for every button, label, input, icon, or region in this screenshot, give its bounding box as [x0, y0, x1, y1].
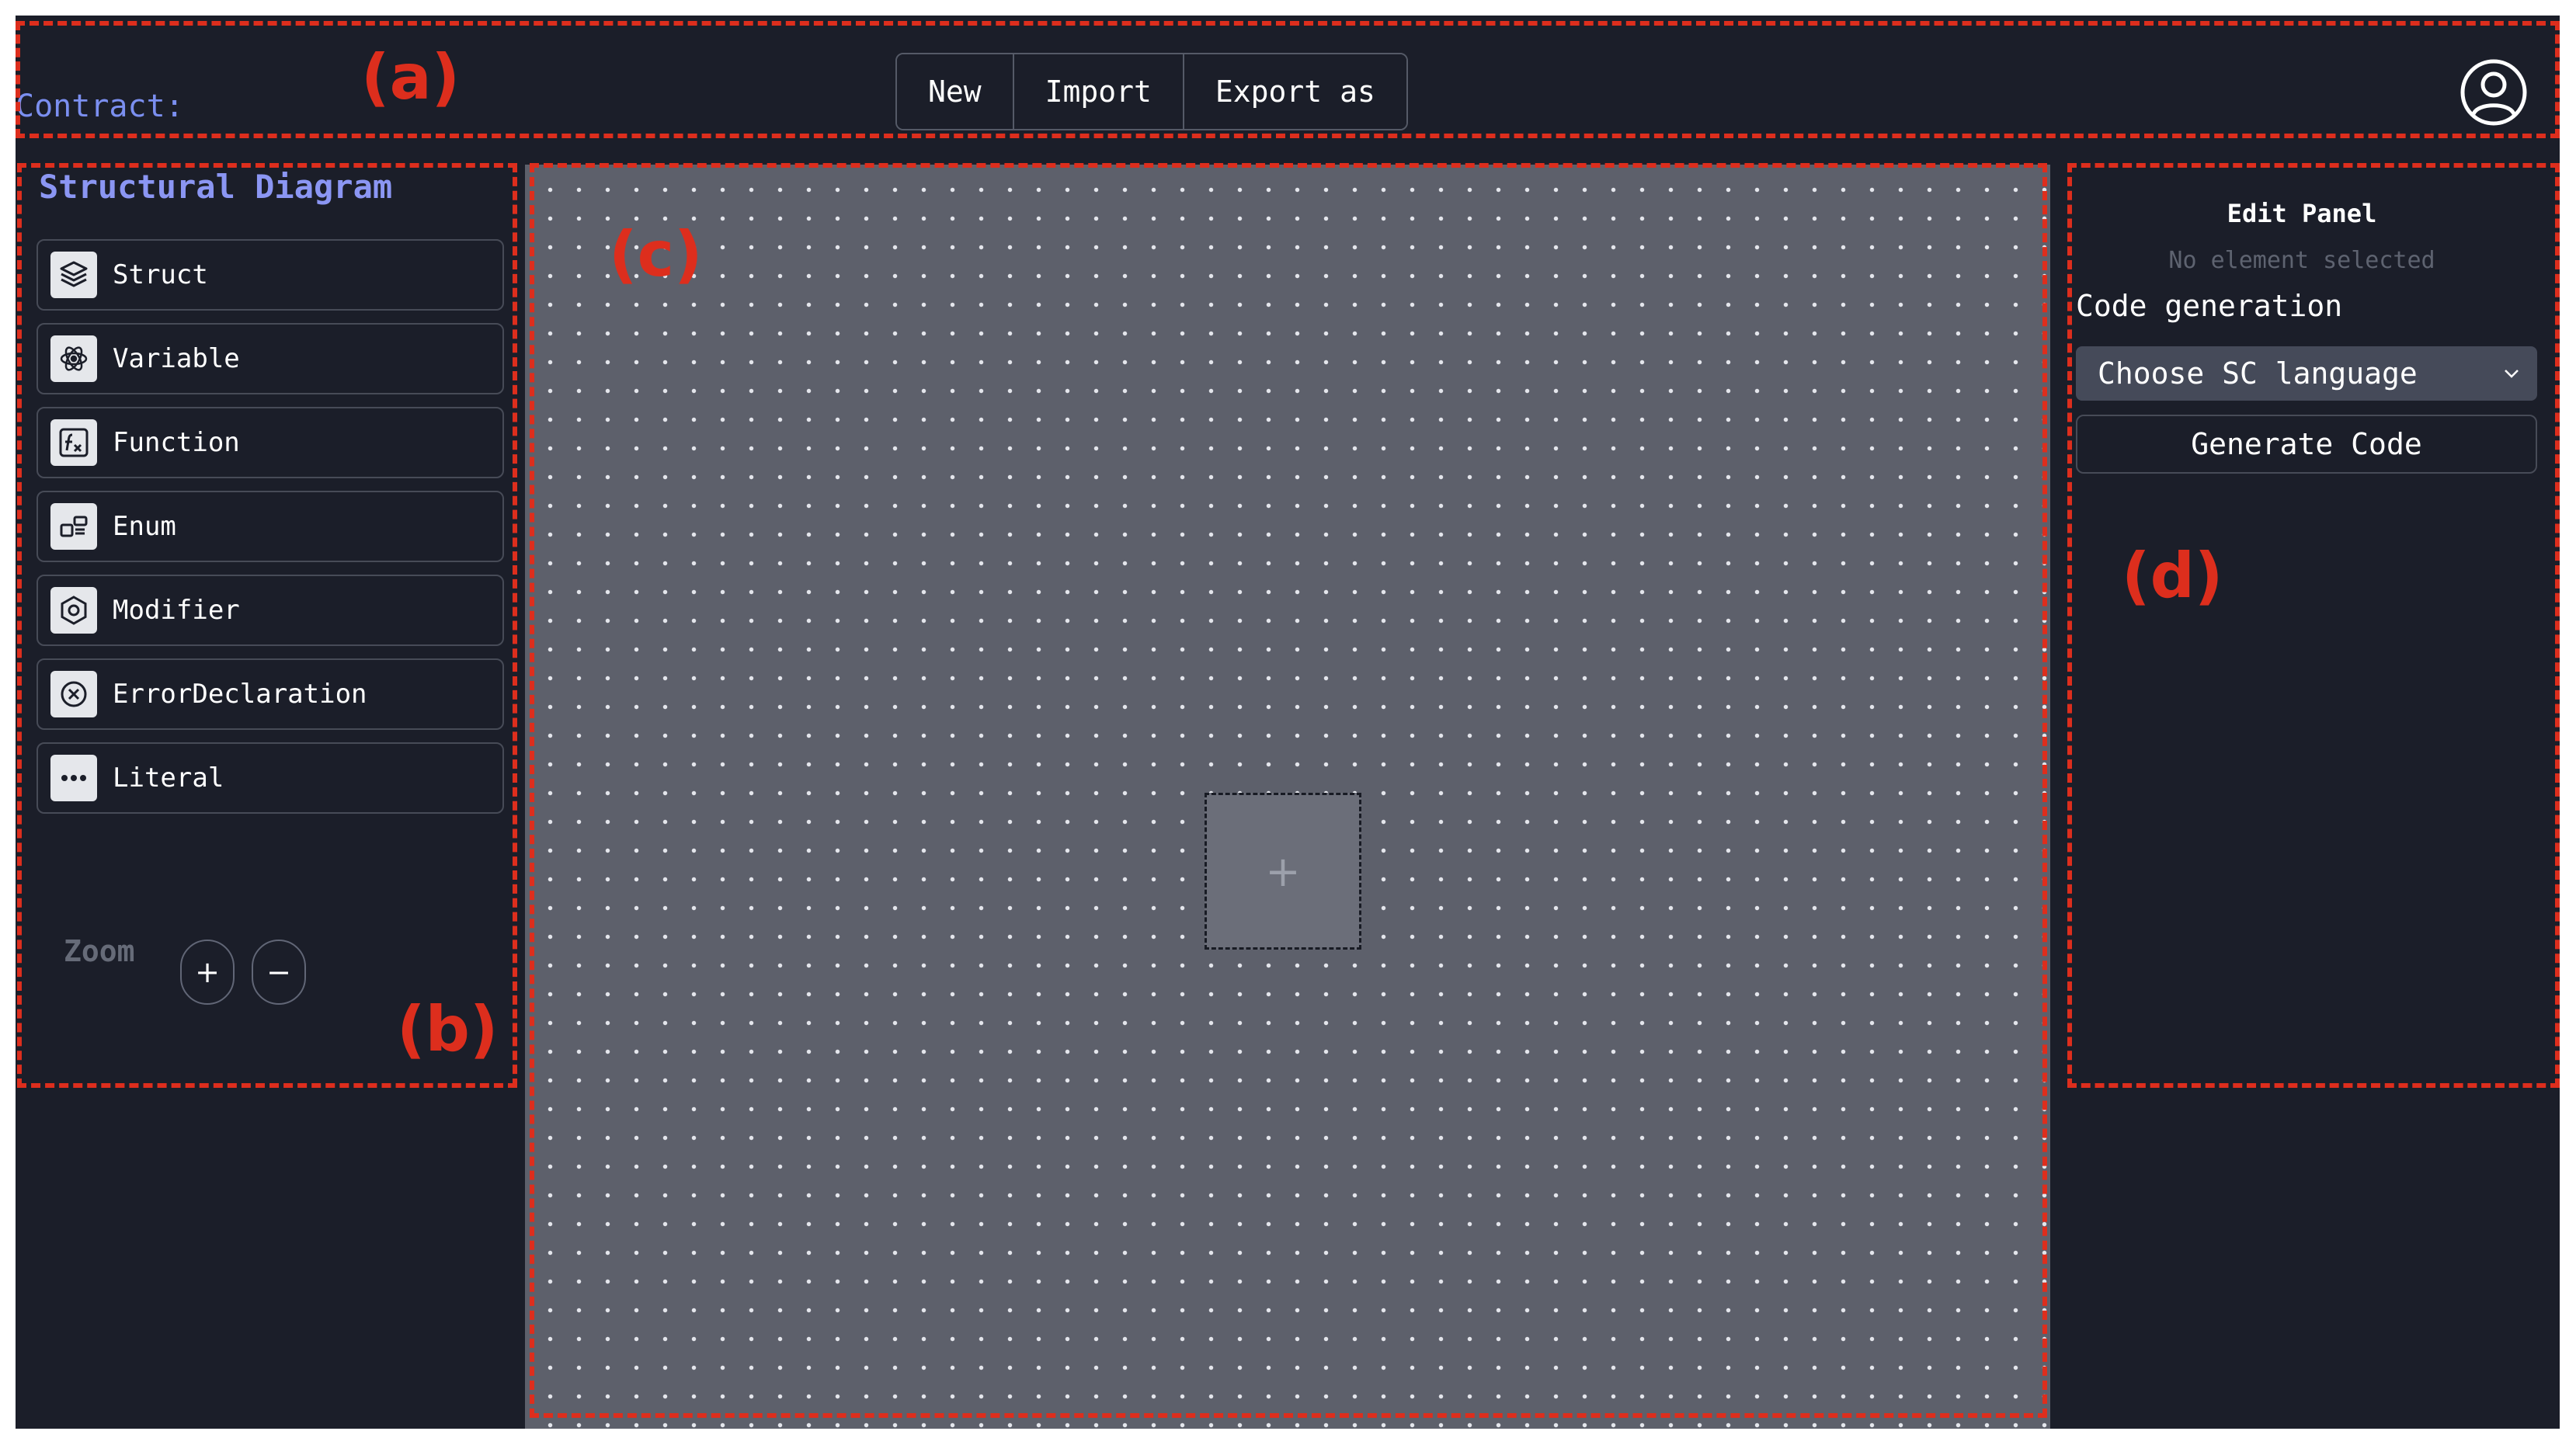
- contract-label: Contract:: [16, 89, 184, 124]
- edit-panel-title: Edit Panel: [2227, 199, 2377, 228]
- sidebar-item-label: Literal: [113, 762, 224, 794]
- region-b-label: (b): [397, 993, 499, 1065]
- sidebar-item-modifier[interactable]: Modifier: [37, 575, 504, 646]
- sidebar-item-label: Function: [113, 427, 240, 458]
- zoom-label: Zoom: [64, 934, 135, 968]
- export-as-button[interactable]: Export as: [1184, 54, 1406, 129]
- layers-icon: [50, 252, 97, 298]
- chevron-down-icon: [2505, 370, 2519, 378]
- import-button[interactable]: Import: [1013, 54, 1184, 129]
- sidebar-item-label: Struct: [113, 259, 208, 290]
- sidebar-item-variable[interactable]: Variable: [37, 323, 504, 394]
- x-circle-icon: [50, 671, 97, 717]
- generate-code-button[interactable]: Generate Code: [2076, 415, 2537, 474]
- region-a-label: (a): [361, 41, 461, 113]
- sidebar-item-literal[interactable]: Literal: [37, 742, 504, 814]
- atom-icon: [50, 335, 97, 382]
- dots-icon: [50, 755, 97, 801]
- function-fx-icon: [50, 419, 97, 466]
- add-element-dropzone[interactable]: +: [1205, 793, 1361, 950]
- new-button[interactable]: New: [897, 54, 1014, 129]
- file-button-group: New Import Export as: [895, 53, 1408, 130]
- sidebar-item-label: ErrorDeclaration: [113, 679, 367, 710]
- app-window: Contract: New Import Export as Structura…: [16, 16, 2560, 1429]
- code-generation-label: Code generation: [2076, 289, 2343, 323]
- sidebar-item-label: Modifier: [113, 595, 240, 626]
- language-select[interactable]: Choose SC language: [2076, 346, 2537, 401]
- sidebar-item-enum[interactable]: Enum: [37, 491, 504, 562]
- zoom-out-button[interactable]: −: [252, 940, 306, 1005]
- user-circle-icon[interactable]: [2459, 57, 2529, 127]
- region-c-label: (c): [609, 218, 703, 290]
- hexagon-icon: [50, 587, 97, 634]
- sidebar-item-struct[interactable]: Struct: [37, 239, 504, 311]
- sidebar-item-errordeclaration[interactable]: ErrorDeclaration: [37, 658, 504, 730]
- diagram-canvas[interactable]: +: [525, 165, 2050, 1429]
- list-blocks-icon: [50, 503, 97, 550]
- sidebar-title: Structural Diagram: [39, 168, 393, 206]
- language-select-value: Choose SC language: [2098, 356, 2418, 391]
- sidebar-item-function[interactable]: Function: [37, 407, 504, 478]
- sidebar-item-label: Variable: [113, 343, 240, 374]
- zoom-in-button[interactable]: +: [180, 940, 235, 1005]
- no-selection-text: No element selected: [2168, 247, 2435, 274]
- sidebar-item-label: Enum: [113, 511, 176, 542]
- region-d-label: (d): [2122, 540, 2223, 612]
